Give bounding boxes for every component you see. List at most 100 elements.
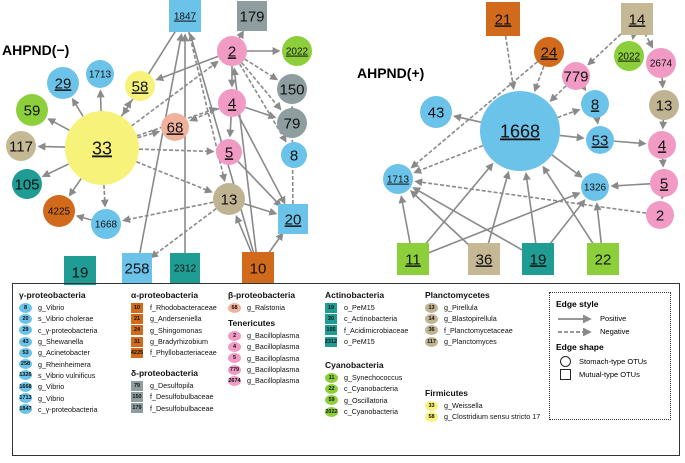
pos-edge-positive (410, 190, 473, 249)
legend-chip: 5 (228, 353, 241, 364)
neg-node-shape (281, 142, 307, 168)
edge-style-negative-label: Negative (600, 327, 630, 336)
pos-node-53: 53 (586, 126, 614, 154)
neg-node-label: 33 (92, 138, 112, 158)
neg-node-20: 20 (278, 204, 308, 234)
neg-node-4225: 4225 (43, 195, 75, 227)
neg-edge-positive (244, 203, 278, 216)
pos-node-shape (534, 37, 564, 67)
pos-node-label: 24 (541, 44, 558, 61)
neg-edge-negative (136, 106, 218, 137)
legend-chip: 11 (325, 372, 338, 383)
neg-edge-negative (136, 161, 213, 194)
pos-node-1326: 1326 (581, 173, 609, 201)
legend-chip: 58 (425, 411, 438, 422)
neg-node-label: 4 (228, 95, 236, 112)
neg-node-5: 5 (216, 139, 242, 165)
legend-chip: 1668 (19, 381, 32, 392)
legend-label: g_Bacilloplasma (247, 342, 300, 352)
legend-chip: 150 (131, 391, 143, 402)
pos-edge-negative (410, 61, 539, 169)
neg-node-10: 10 (242, 252, 274, 284)
pos-node-shape (621, 3, 653, 35)
legend-chip: 22 (325, 383, 338, 394)
pos-node-43: 43 (420, 96, 452, 128)
neg-node-label: 1668 (95, 220, 118, 231)
pos-node-14: 14 (621, 3, 653, 35)
legend-chip: 4225 (130, 347, 144, 358)
legend-label: s_Vibrio cholerae (38, 314, 94, 324)
neg-node-label: 20 (285, 211, 302, 228)
neg-node-258: 258 (122, 253, 152, 283)
pos-edge-negative (578, 82, 587, 92)
pos-edge-negative (414, 178, 647, 214)
legend-label: g_Desulfopila (150, 381, 194, 391)
neg-edge-negative (137, 129, 161, 139)
neg-node-105: 105 (12, 169, 42, 199)
pos-edge-positive (610, 181, 651, 190)
pos-node-24: 24 (534, 37, 564, 67)
neg-edge-positive (37, 142, 66, 151)
legend-chip: 1713 (19, 393, 32, 404)
neg-edge-positive (47, 118, 70, 132)
legend-chip: 2022 (325, 406, 338, 417)
neg-edge-positive (235, 215, 253, 254)
pos-node-shape (420, 96, 452, 128)
neg-edge-positive (237, 115, 286, 205)
neg-edge-positive (155, 55, 219, 82)
legend-chip: 53 (19, 347, 32, 358)
legend-title-actinobacteria: Actinobacteria (325, 290, 385, 300)
neg-node-68: 68 (161, 113, 189, 141)
neg-node-59: 59 (16, 94, 48, 126)
legend-label: f_Desulfobulbaceae (150, 392, 214, 402)
neg-node-label: 105 (14, 176, 39, 193)
legend-label: g_Rheinheimera (38, 359, 91, 369)
neg-node-shape (43, 195, 75, 227)
neg-node-shape (91, 209, 121, 239)
pos-edge-positive (522, 171, 537, 244)
neg-node-13: 13 (213, 183, 245, 215)
neg-node-label: 2 (228, 43, 236, 60)
edge-style-title: Edge style (556, 299, 599, 309)
legend-title-cyanobacteria: Cyanobacteria (325, 360, 384, 370)
pos-node-19: 19 (522, 243, 554, 275)
legend-chip: 258 (19, 359, 32, 370)
neg-node-shape (217, 36, 247, 66)
neg-edge-negative (240, 62, 282, 111)
legend-title-firmicutes: Firmicutes (425, 388, 468, 398)
pos-edge-negative (549, 85, 567, 102)
edge-style-positive-label: Positive (600, 314, 627, 323)
legend-label: o_PeM15 (344, 303, 375, 313)
circle-shape-icon (560, 356, 571, 367)
pos-node-shape (646, 201, 674, 229)
legend-label: c_γ-proteobacteria (38, 325, 98, 335)
pos-node-11: 11 (397, 243, 429, 275)
pos-node-label: 43 (428, 104, 445, 121)
neg-edge-positive (71, 97, 84, 117)
edge-shape-mutual-label: Mutual-type OTUs (579, 370, 640, 379)
legend-label: g_Weissella (444, 401, 483, 411)
neg-edge-negative (100, 184, 109, 208)
pos-node-shape (383, 164, 413, 194)
legend-chip: 79 (131, 380, 143, 391)
neg-node-shape (278, 204, 308, 234)
neg-node-label: 10 (250, 260, 267, 277)
legend-item: 150 f_Desulfobulbaceae (131, 391, 214, 402)
neg-node-label: 150 (279, 81, 304, 98)
neg-edge-negative (189, 107, 220, 122)
pos-node-label: 1326 (584, 183, 607, 194)
legend-chip: 36 (425, 325, 438, 336)
legend-label: g_Acinetobacter (38, 348, 90, 358)
